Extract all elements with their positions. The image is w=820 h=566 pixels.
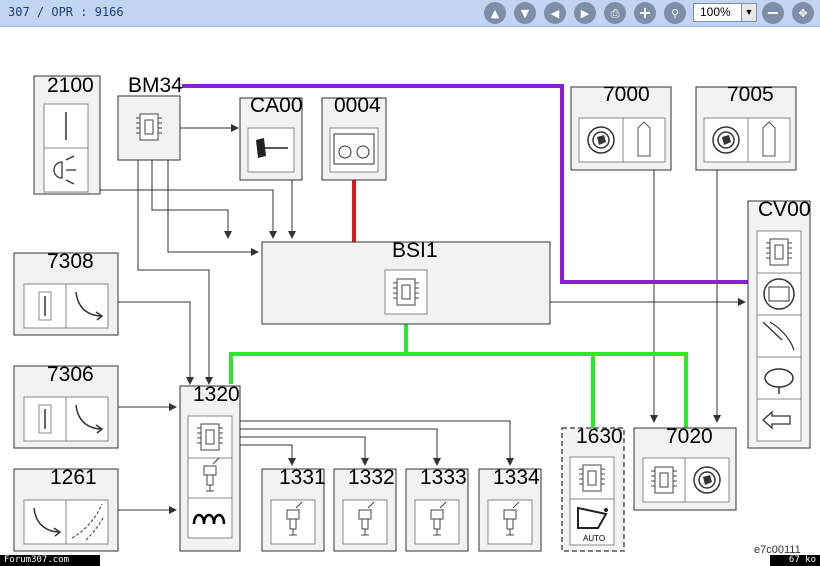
label-1261: 1261 bbox=[50, 466, 97, 489]
wire bbox=[240, 428, 441, 466]
label-bm34: BM34 bbox=[128, 74, 183, 97]
component-7005[interactable]: 7005 bbox=[695, 83, 797, 171]
component-1261[interactable]: 1261 bbox=[13, 466, 119, 552]
component-1334[interactable]: 1334 bbox=[478, 466, 542, 552]
component-1333[interactable]: 1333 bbox=[405, 466, 469, 552]
component-ca00[interactable]: CA00 bbox=[239, 94, 303, 181]
label-1331: 1331 bbox=[279, 466, 326, 489]
can-bus-violet bbox=[182, 84, 748, 284]
label-7306: 7306 bbox=[47, 363, 94, 386]
component-2100[interactable]: 2100 bbox=[33, 74, 101, 195]
breadcrumb: 307 / OPR : 9166 bbox=[8, 5, 124, 19]
label-2100: 2100 bbox=[47, 74, 94, 97]
label-7308: 7308 bbox=[47, 250, 94, 273]
diagram-reference: e7c00111 bbox=[754, 544, 801, 556]
print-icon[interactable]: ⎙ bbox=[604, 2, 626, 24]
wire bbox=[240, 420, 514, 466]
label-7005: 7005 bbox=[727, 83, 774, 106]
component-1630[interactable]: AUTO 1630 bbox=[561, 425, 625, 552]
label-7020: 7020 bbox=[666, 425, 713, 448]
arrow-up-icon[interactable]: ▲ bbox=[484, 2, 506, 24]
can-bus-green-branch bbox=[406, 352, 688, 430]
wire bbox=[167, 160, 259, 256]
arrow-left-icon[interactable]: ◀ bbox=[544, 2, 566, 24]
chevron-down-icon: ▼ bbox=[741, 4, 756, 21]
component-cv00[interactable]: CV00 bbox=[747, 198, 811, 449]
component-1332[interactable]: 1332 bbox=[333, 466, 397, 552]
component-7306[interactable]: 7306 bbox=[13, 363, 119, 449]
arrow-right-icon[interactable]: ▶ bbox=[574, 2, 596, 24]
label-1332: 1332 bbox=[348, 466, 395, 489]
label-1320: 1320 bbox=[193, 383, 240, 406]
magnify-icon[interactable]: ⚲ bbox=[664, 2, 686, 24]
can-bus-green bbox=[229, 324, 408, 384]
wire bbox=[240, 444, 296, 466]
wire bbox=[137, 160, 213, 385]
component-7020[interactable]: 7020 bbox=[633, 425, 737, 511]
zoom-select[interactable]: 100% ▼ bbox=[693, 3, 757, 22]
zoom-out-icon[interactable]: − bbox=[762, 2, 784, 24]
label-0004: 0004 bbox=[334, 94, 381, 117]
arrow-down-icon[interactable]: ▼ bbox=[514, 2, 536, 24]
fit-screen-icon[interactable]: ✥ bbox=[792, 2, 814, 24]
component-7000[interactable]: 7000 bbox=[570, 83, 672, 171]
label-cv00: CV00 bbox=[758, 198, 811, 221]
signal-wires bbox=[100, 124, 746, 514]
label-1630: 1630 bbox=[576, 425, 623, 448]
component-1331[interactable]: 1331 bbox=[261, 466, 326, 552]
wiring-diagram: 2100 BM34 CA00 0004 7000 bbox=[13, 74, 811, 552]
toolbar: 307 / OPR : 9166 ▲ ▼ ◀ ▶ ⎙ + ⚲ 100% ▼ − ✥ bbox=[0, 0, 820, 27]
wire bbox=[100, 189, 277, 239]
component-1320[interactable]: 1320 bbox=[179, 383, 241, 552]
component-bsi1[interactable]: BSI1 bbox=[261, 239, 551, 325]
label-7000: 7000 bbox=[603, 83, 650, 106]
auto-label: AUTO bbox=[583, 534, 605, 543]
wire bbox=[240, 436, 369, 466]
label-1333: 1333 bbox=[420, 466, 467, 489]
label-ca00: CA00 bbox=[250, 94, 303, 117]
site-watermark: Forum307.com bbox=[0, 555, 100, 566]
component-0004[interactable]: 0004 bbox=[321, 94, 387, 181]
wire bbox=[118, 301, 194, 385]
wire bbox=[151, 160, 232, 239]
zoom-value: 100% bbox=[700, 5, 731, 19]
zoom-in-icon[interactable]: + bbox=[634, 2, 656, 24]
component-7308[interactable]: 7308 bbox=[13, 250, 119, 336]
label-bsi1: BSI1 bbox=[392, 239, 438, 262]
component-bm34[interactable]: BM34 bbox=[117, 74, 183, 161]
label-1334: 1334 bbox=[493, 466, 540, 489]
file-size: 67 ko bbox=[770, 555, 820, 566]
